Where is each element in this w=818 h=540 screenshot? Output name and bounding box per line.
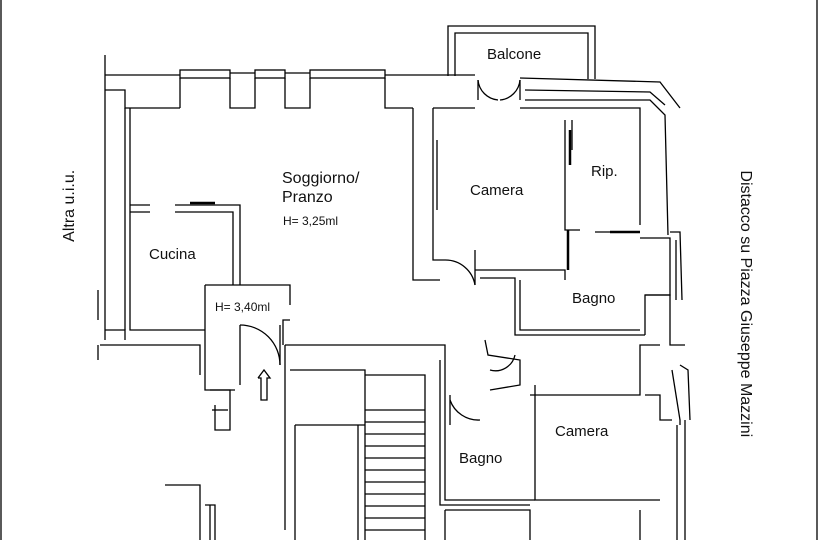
height-label-soggiorno: H= 3,25ml [283, 214, 339, 228]
height-label-ingresso: H= 3,40ml [215, 300, 271, 314]
stairs [365, 409, 425, 531]
side-label-distacco: Distacco su Piazza Giuseppe Mazzini [736, 170, 754, 438]
room-label-pranzo: Pranzo [282, 189, 333, 206]
room-label-camera-bottom: Camera [555, 423, 609, 440]
room-label-balcone: Balcone [487, 46, 542, 63]
side-label-altra-uiu: Altra u.i.u. [61, 169, 79, 242]
room-label-ripostiglio: Rip. [591, 163, 618, 180]
room-label-cucina: Cucina [149, 246, 196, 263]
room-label-camera-top: Camera [470, 182, 524, 199]
room-label-bagno-bottom: Bagno [459, 450, 503, 467]
room-label-soggiorno: Soggiorno/ [282, 170, 360, 187]
room-label-bagno-top: Bagno [572, 290, 616, 307]
